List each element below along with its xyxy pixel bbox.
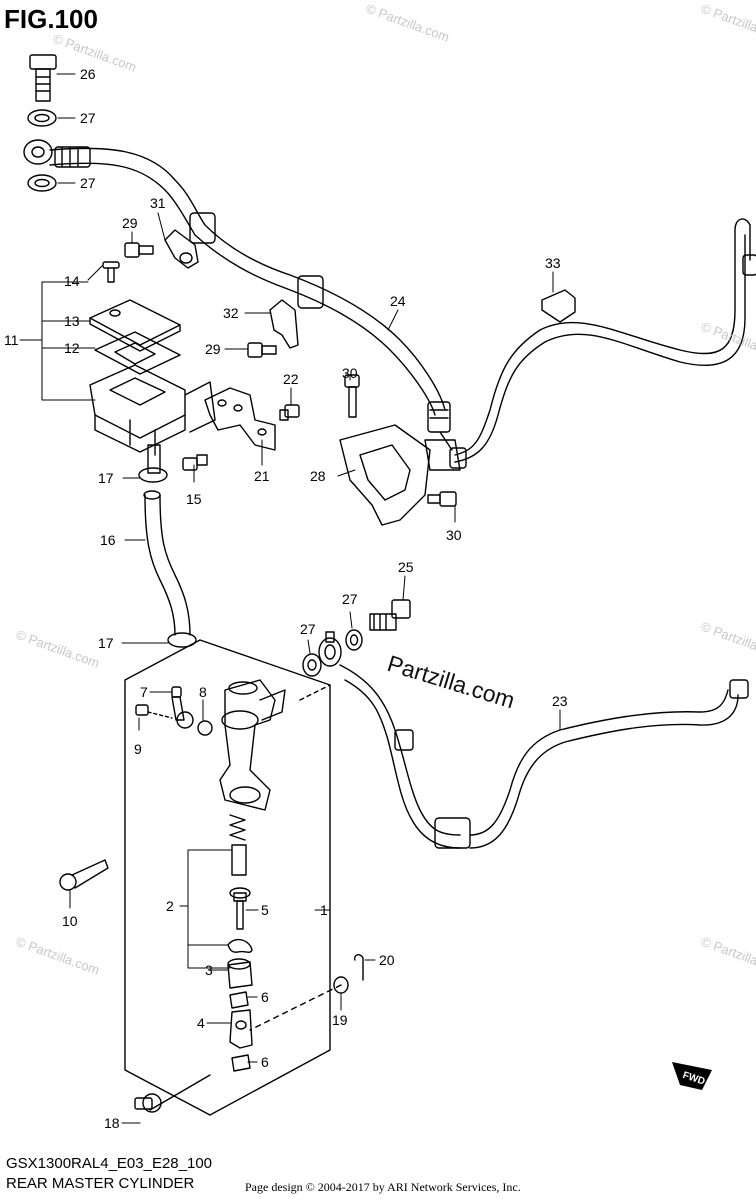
push-rod-5 [229, 887, 251, 930]
watermark-small: © Partzilla.com [699, 319, 756, 363]
callout-27: 27 [342, 591, 358, 607]
callout-18: 18 [104, 1115, 120, 1131]
callout-26: 26 [80, 66, 96, 82]
brake-pipe-upper [449, 218, 756, 469]
callout-13: 13 [64, 313, 80, 329]
callout-17: 17 [98, 470, 114, 486]
watermark-small: © Partzilla.com [699, 1, 756, 45]
callout-10: 10 [62, 913, 78, 929]
callout-2: 2 [166, 898, 174, 914]
callout-11: 11 [4, 332, 19, 348]
reservoir-hose-16 [144, 494, 176, 636]
callout-12: 12 [64, 340, 80, 356]
bracket-21 [204, 387, 276, 451]
bolt-15 [182, 454, 208, 471]
callout-21: 21 [254, 468, 270, 484]
watermark-small: © Partzilla.com [14, 627, 101, 671]
bolt-10 [59, 859, 109, 891]
clamp-33 [541, 289, 576, 323]
callout-8: 8 [199, 684, 207, 700]
callout-22: 22 [283, 371, 299, 387]
washer-27-d [302, 653, 322, 677]
callouts: 26 27 27 29 31 14 13 11 12 33 24 32 29 2… [4, 66, 568, 1131]
caliper-bracket-28 [339, 374, 461, 526]
callout-17: 17 [98, 635, 114, 651]
clip-17-b [167, 632, 197, 648]
bolt-29-a [124, 242, 154, 258]
callout-33: 33 [545, 255, 561, 271]
callout-24: 24 [390, 293, 406, 309]
callout-27: 27 [300, 621, 316, 637]
callout-25: 25 [398, 559, 414, 575]
callout-31: 31 [150, 195, 166, 211]
clamp-32 [269, 299, 299, 349]
watermark-small: © Partzilla.com [699, 934, 756, 978]
fwd-arrow-icon: FWD [672, 1062, 712, 1090]
bolt-29-b [247, 342, 277, 358]
callout-6: 6 [261, 1054, 269, 1070]
callout-15: 15 [186, 491, 202, 507]
callout-29: 29 [205, 341, 221, 357]
callout-19: 19 [332, 1012, 348, 1028]
pin-18 [134, 1093, 162, 1113]
brake-hose-lower [339, 664, 749, 849]
callout-27: 27 [80, 110, 96, 126]
washer-27-c [345, 629, 363, 651]
callout-27: 27 [80, 175, 96, 191]
banjo-bolt-25 [369, 599, 411, 631]
callout-30: 30 [342, 365, 358, 381]
callout-6: 6 [261, 989, 269, 1005]
reservoir-assembly [89, 261, 216, 474]
washer-27-a [27, 109, 57, 127]
callout-23: 23 [552, 693, 568, 709]
clip-17-a [138, 467, 168, 483]
clamp-31 [164, 229, 199, 269]
copyright-credit: Page design © 2004-2017 by ARI Network S… [245, 1180, 521, 1194]
page-name: REAR MASTER CYLINDER [6, 1175, 195, 1192]
callout-9: 9 [134, 741, 142, 757]
callout-4: 4 [197, 1015, 205, 1031]
model-code: GSX1300RAL4_E03_E28_100 [6, 1155, 213, 1172]
callout-16: 16 [100, 532, 116, 548]
callout-7: 7 [140, 684, 148, 700]
master-cylinder-body [219, 679, 286, 811]
callout-20: 20 [379, 952, 395, 968]
washer-27-b [27, 174, 57, 192]
bolt-22 [279, 404, 300, 421]
cotter-pin-20 [353, 953, 364, 981]
callout-29: 29 [122, 215, 138, 231]
watermark-small: © Partzilla.com [364, 1, 451, 45]
master-cylinder-outline [124, 639, 331, 1116]
callout-32: 32 [223, 305, 239, 321]
callout-30: 30 [446, 527, 462, 543]
figure-title: FIG.100 [4, 4, 98, 34]
callout-28: 28 [310, 468, 326, 484]
brake-hose-upper [23, 139, 453, 451]
callout-5: 5 [261, 902, 269, 918]
callout-1: 1 [320, 902, 328, 918]
banjo-bolt-26 [29, 54, 57, 102]
callout-3: 3 [205, 962, 213, 978]
watermark-small: © Partzilla.com [14, 934, 101, 978]
callout-14: 14 [64, 273, 80, 289]
watermark-small: © Partzilla.com [699, 619, 756, 663]
